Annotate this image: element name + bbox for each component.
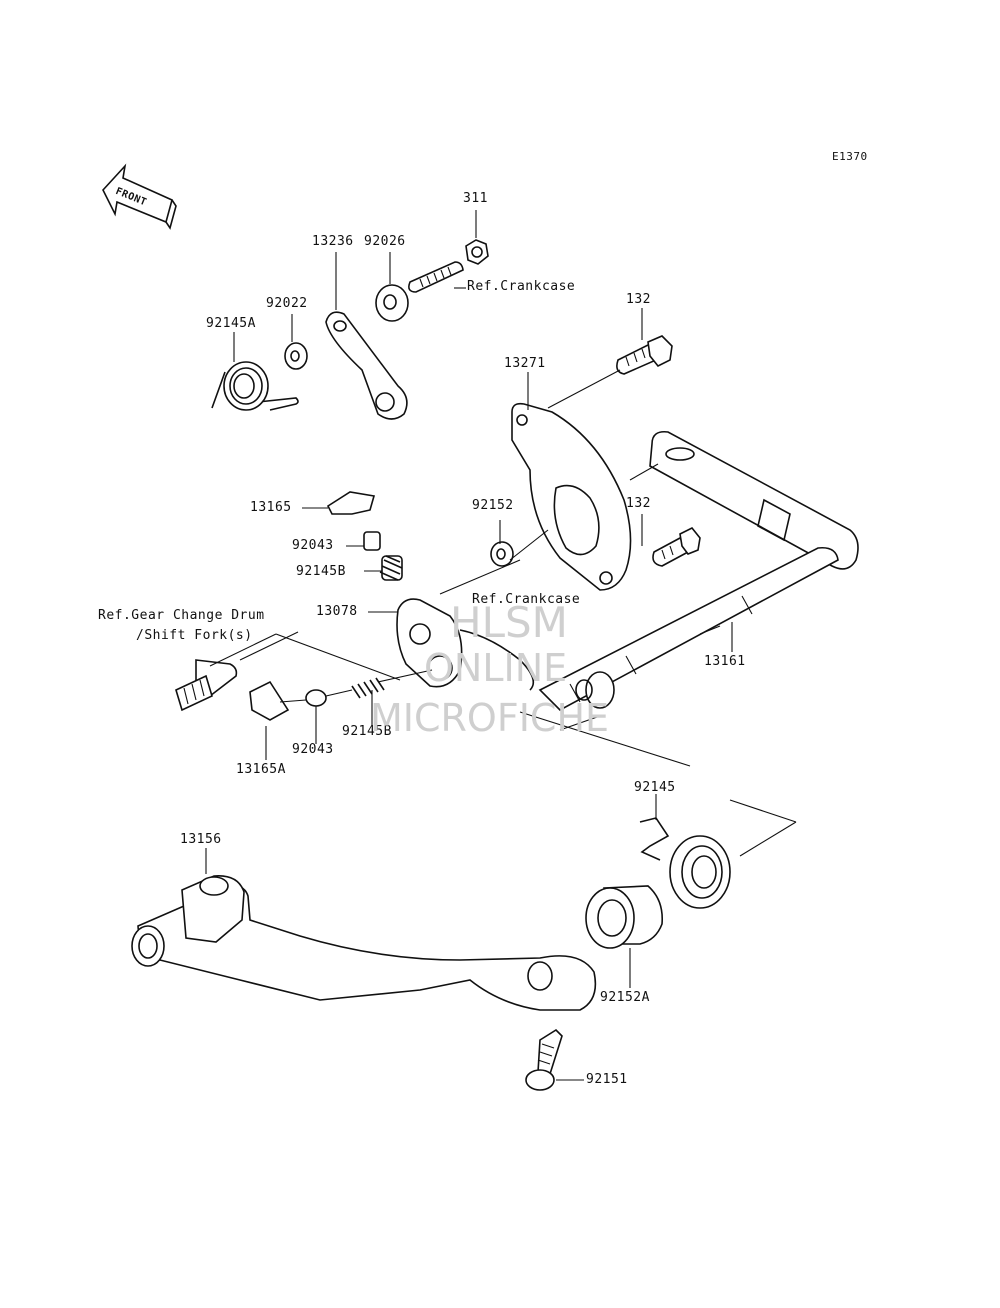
part-label-132-mid[interactable]: 132 [626,496,651,511]
spring-92145b-bottom-icon [351,677,385,699]
spring-92145a-icon [211,361,299,411]
ref-crankcase-mid: Ref.Crankcase [472,592,581,607]
shift-pedal-13156-icon [131,875,597,1011]
bolt-92151-icon [525,1028,563,1091]
part-label-13165a[interactable]: 13165A [236,762,286,777]
part-label-92145b-bottom[interactable]: 92145B [342,724,392,739]
part-label-13271[interactable]: 13271 [504,356,546,371]
lever-13236-icon [325,311,408,420]
ratchet-13078-icon [396,598,535,691]
spring-92145b-top-icon [379,555,403,581]
watermark-line2: ONLINE [424,646,568,690]
part-label-13078[interactable]: 13078 [316,604,358,619]
part-label-92151[interactable]: 92151 [586,1072,628,1087]
stud-bolt-icon [408,261,464,293]
watermark-line3: MICROFICHE [370,696,610,740]
nut-311-icon [465,239,489,265]
part-label-92152a[interactable]: 92152A [600,990,650,1005]
part-label-311[interactable]: 311 [463,191,488,206]
pin-92043-top-icon [363,531,381,551]
gear-drum-pin-icon [175,659,238,712]
bolt-132-mid-icon [652,526,701,567]
front-arrow-icon [102,163,177,230]
part-label-92145[interactable]: 92145 [634,780,676,795]
part-label-92026[interactable]: 92026 [364,234,406,249]
part-label-92152[interactable]: 92152 [472,498,514,513]
leader-lines [205,210,797,1081]
bolt-132-top-icon [616,335,673,375]
ref-gear-drum-line2: /Shift Fork(s) [136,628,253,643]
spring-92145-icon [639,817,731,909]
part-label-13156[interactable]: 13156 [180,832,222,847]
shift-shaft-13161-icon [538,430,859,711]
pawl-13165-icon [326,491,376,515]
watermark-line1: HLSM [450,598,568,647]
plate-13271-icon [511,402,632,591]
part-label-13165[interactable]: 13165 [250,500,292,515]
pawl-13165a-icon [249,680,290,721]
part-label-92145a[interactable]: 92145A [206,316,256,331]
diagram-code: E1370 [832,150,868,163]
pin-92043-bottom-icon [305,689,327,707]
part-label-92043-top[interactable]: 92043 [292,538,334,553]
part-label-13161[interactable]: 13161 [704,654,746,669]
part-label-13236[interactable]: 13236 [312,234,354,249]
ref-crankcase-top: Ref.Crankcase [467,279,576,294]
part-label-92022[interactable]: 92022 [266,296,308,311]
part-label-132-top[interactable]: 132 [626,292,651,307]
washer-92026-icon [375,284,409,322]
ref-gear-drum-line1: Ref.Gear Change Drum [98,608,265,623]
collar-92152a-icon [585,885,664,949]
washer-92022-icon [284,342,308,370]
part-label-92145b-top[interactable]: 92145B [296,564,346,579]
washer-92152-icon [490,541,514,567]
part-label-92043-bottom[interactable]: 92043 [292,742,334,757]
